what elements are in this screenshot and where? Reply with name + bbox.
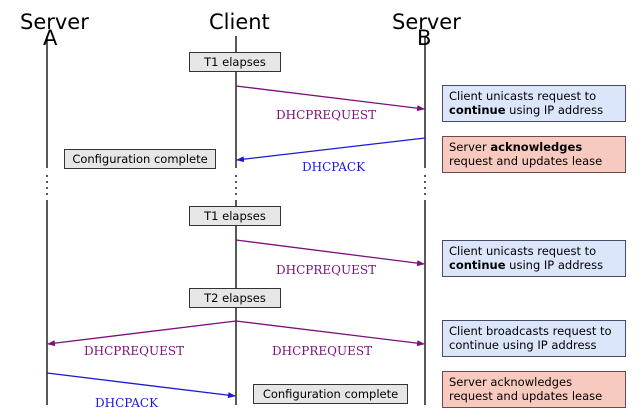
server-b-heading: Server xyxy=(392,10,461,34)
t1-elapses-box-2: T1 elapses xyxy=(189,206,281,226)
server-a-heading: Server xyxy=(20,10,89,34)
client-heading: Client xyxy=(209,10,270,34)
unicast-note-line1: Client unicasts request to xyxy=(449,89,597,103)
ack-note-bold: acknowledges xyxy=(490,140,583,154)
server-a-letter: A xyxy=(43,26,58,50)
unicast-note-bold: continue xyxy=(449,103,506,117)
dhcpack-label-1: DHCPACK xyxy=(302,160,366,174)
request-arrow-left xyxy=(47,320,237,347)
dhcpack-label-2: DHCPACK xyxy=(95,396,159,410)
server-ack-note: Server acknowledges request and updates … xyxy=(442,136,626,173)
server-ack-note-2: Server acknowledges request and updates … xyxy=(442,371,626,408)
t1-elapses-box: T1 elapses xyxy=(189,52,281,72)
broadcast-request-note: Client broadcasts request to continue us… xyxy=(442,320,626,357)
dhcprequest-label-1: DHCPREQUEST xyxy=(276,108,377,122)
request-arrow-1 xyxy=(235,85,425,112)
server-b-letter: B xyxy=(417,26,432,50)
unicast-note-2-line1: Client unicasts request to xyxy=(449,244,597,258)
t2-elapses-box: T2 elapses xyxy=(189,288,281,308)
configuration-complete-box: Configuration complete xyxy=(64,149,216,169)
request-arrow-2 xyxy=(235,239,425,267)
configuration-complete-box-2: Configuration complete xyxy=(253,384,408,404)
unicast-note-rest: using IP address xyxy=(505,103,604,117)
ack-arrow-1 xyxy=(236,137,426,163)
ack-note-prefix: Server xyxy=(449,140,491,154)
request-arrow-right xyxy=(235,320,425,347)
unicast-note-2-bold: continue xyxy=(449,258,506,272)
unicast-request-note: Client unicasts request to continue usin… xyxy=(442,85,626,122)
dhcprequest-label-right: DHCPREQUEST xyxy=(272,344,373,358)
dhcprequest-label-2: DHCPREQUEST xyxy=(276,263,377,277)
dhcprequest-label-left: DHCPREQUEST xyxy=(84,344,185,358)
ack-note-rest: request and updates lease xyxy=(449,154,603,168)
lifeline-gap-dots xyxy=(46,175,426,196)
unicast-note-2-rest: using IP address xyxy=(505,258,604,272)
ack-arrow-2 xyxy=(46,372,236,399)
unicast-request-note-2: Client unicasts request to continue usin… xyxy=(442,240,626,277)
